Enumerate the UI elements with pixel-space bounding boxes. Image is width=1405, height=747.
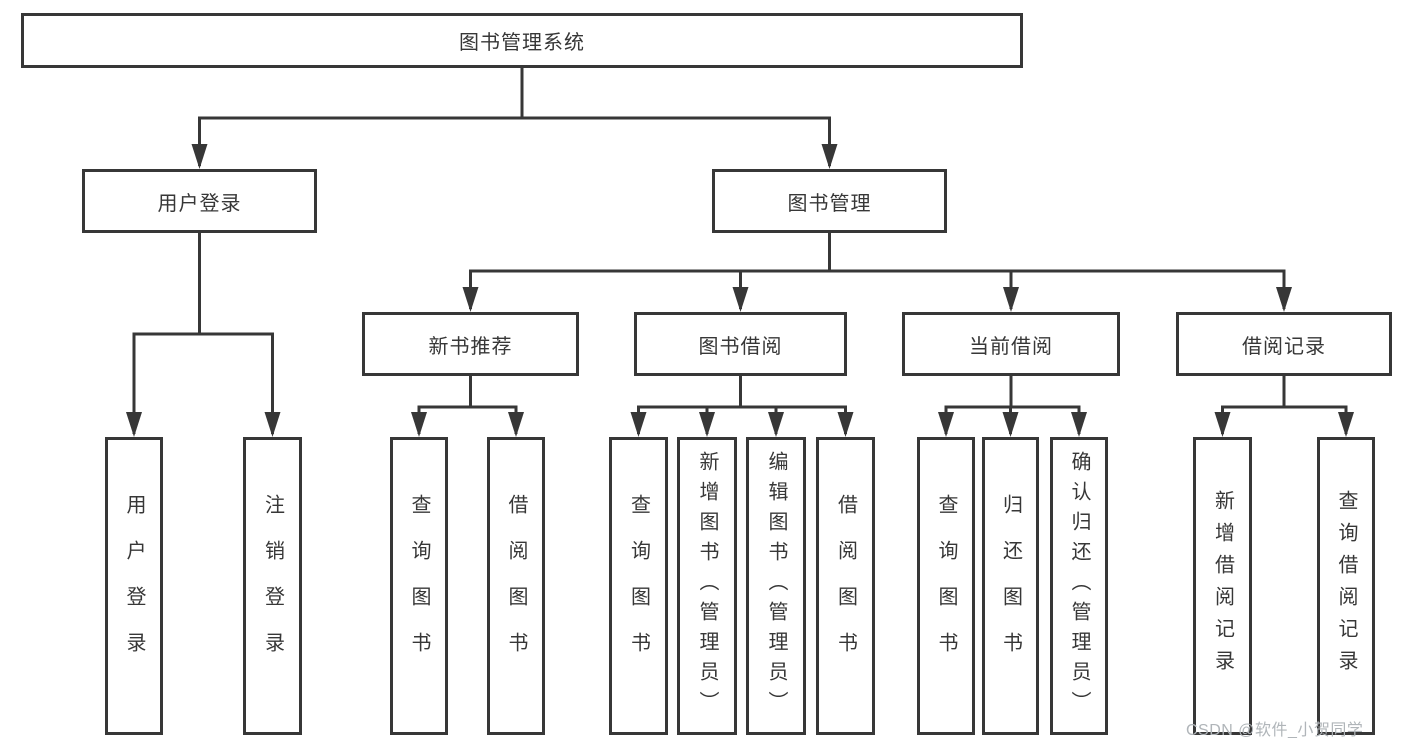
node-user-login-label: 用户登录 <box>157 192 242 215</box>
leaf-borrow-books: 借阅图书 <box>816 437 875 735</box>
node-book-borrowing-label: 图书借阅 <box>698 335 783 358</box>
leaf-return-books: 归还图书 <box>982 437 1039 735</box>
leaf-query-books-borrow: 查询图书 <box>609 437 668 735</box>
leaf-confirm-return-admin: 确认归还（管理员） <box>1050 437 1108 735</box>
leaf-user-login: 用户登录 <box>105 437 163 735</box>
csdn-watermark: CSDN @软件_小贺同学 <box>1186 722 1364 739</box>
node-new-book-recommendation-label: 新书推荐 <box>428 335 513 358</box>
node-library-system-label: 图书管理系统 <box>459 32 585 54</box>
leaf-add-books-admin: 新增图书（管理员） <box>677 437 737 735</box>
node-book-management-label: 图书管理 <box>787 192 872 215</box>
node-library-system: 图书管理系统 <box>21 13 1023 68</box>
leaf-query-borrowing-record: 查询借阅记录 <box>1317 437 1375 735</box>
leaf-query-books-current: 查询图书 <box>917 437 975 735</box>
leaf-logout: 注销登录 <box>243 437 302 735</box>
node-current-borrowing: 当前借阅 <box>902 312 1120 376</box>
node-user-login: 用户登录 <box>82 169 317 233</box>
leaf-edit-books-admin: 编辑图书（管理员） <box>746 437 806 735</box>
leaf-query-books-recommend: 查询图书 <box>390 437 448 735</box>
node-book-management: 图书管理 <box>712 169 947 233</box>
node-borrowing-records: 借阅记录 <box>1176 312 1392 376</box>
leaf-add-borrowing-record: 新增借阅记录 <box>1193 437 1252 735</box>
leaf-borrow-books-recommend: 借阅图书 <box>487 437 545 735</box>
node-borrowing-records-label: 借阅记录 <box>1242 335 1326 358</box>
node-new-book-recommendation: 新书推荐 <box>362 312 579 376</box>
node-current-borrowing-label: 当前借阅 <box>969 335 1053 358</box>
node-book-borrowing: 图书借阅 <box>634 312 847 376</box>
